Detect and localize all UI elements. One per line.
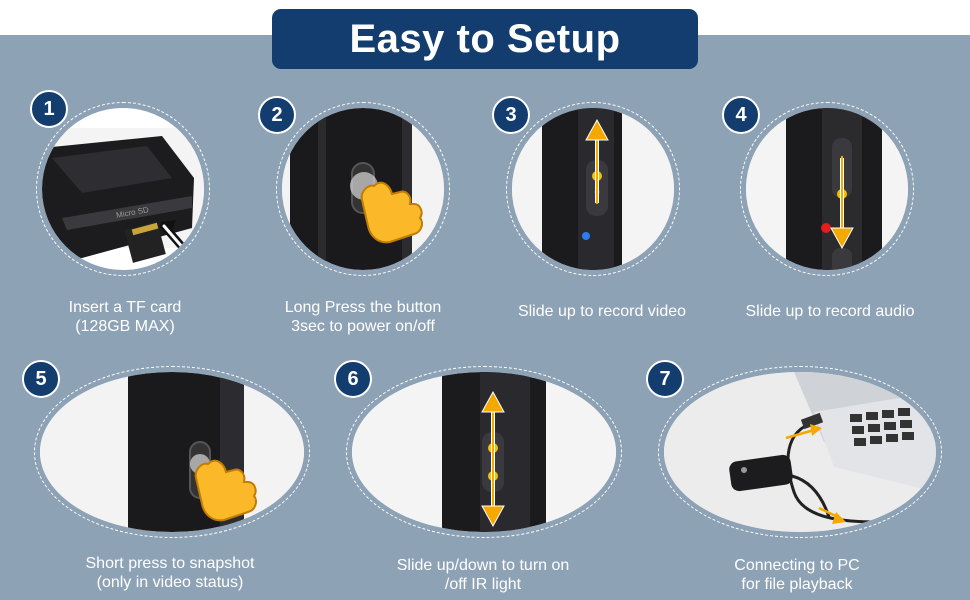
step-5-caption: Short press to snapshot (only in video s…	[85, 555, 255, 591]
step-4-image	[746, 108, 908, 270]
step-3: 3 Slide up to record video	[492, 90, 712, 340]
step-1: Micro SD 1 Insert a TF card (128GB MAX)	[30, 90, 220, 340]
step-7-number: 7	[646, 360, 684, 398]
step-2-number: 2	[258, 96, 296, 134]
step-2-image	[282, 108, 444, 270]
step-6: 6 Slide up/down to turn on /off IR light	[330, 356, 636, 596]
step-7-caption: Connecting to PC for file playback	[734, 557, 860, 593]
step-1-caption: Insert a TF card (128GB MAX)	[68, 299, 182, 335]
step-5-image	[40, 372, 304, 532]
step-7-image	[664, 372, 936, 532]
step-6-image	[352, 372, 616, 532]
step-2-caption: Long Press the button 3sec to power on/o…	[284, 299, 442, 335]
step-6-number: 6	[334, 360, 372, 398]
step-5-number: 5	[22, 360, 60, 398]
step-7: 7 Connecting to PC for file playback	[644, 356, 950, 596]
step-6-caption: Slide up/down to turn on /off IR light	[396, 557, 570, 593]
page-title: Easy to Setup	[272, 9, 698, 69]
step-3-caption: Slide up to record video	[517, 303, 687, 320]
step-4: 4 Slide up to record audio	[722, 90, 950, 340]
step-1-image: Micro SD	[42, 108, 204, 270]
step-5: 5 Short press to snapshot (only in video…	[20, 356, 320, 596]
step-3-number: 3	[492, 96, 530, 134]
step-4-number: 4	[722, 96, 760, 134]
step-1-number: 1	[30, 90, 68, 128]
step-2: 2 Long Press the button 3sec to power on…	[258, 90, 468, 340]
step-3-image	[512, 108, 674, 270]
step-4-caption: Slide up to record audio	[745, 303, 915, 320]
